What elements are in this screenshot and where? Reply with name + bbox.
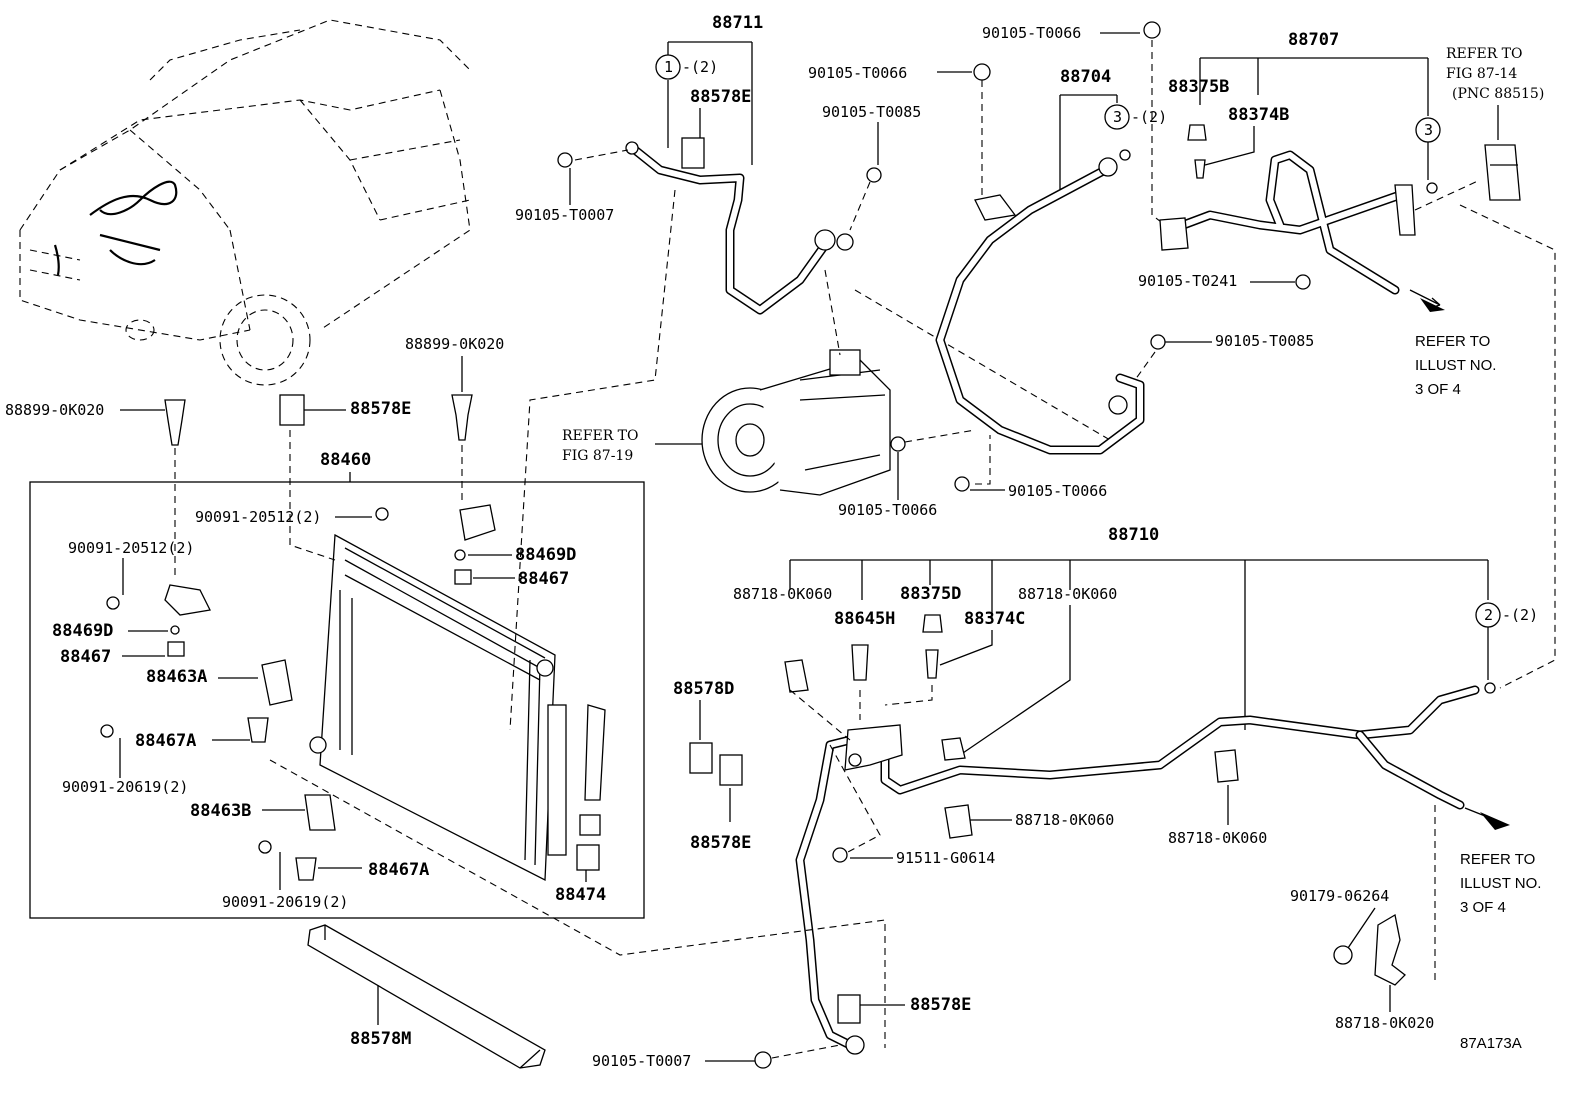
label-88711: 88711	[712, 13, 763, 33]
label-88463A: 88463A	[146, 667, 207, 687]
label-88578E-bot: 88578E	[910, 995, 971, 1015]
upper-left-labels: 88899-0K020 88899-0K020 88578E	[5, 335, 504, 580]
label-88578E-top: 88578E	[690, 87, 751, 107]
label-90091-20619-b: 90091-20619(2)	[222, 893, 348, 911]
label-88578M: 88578M	[350, 1029, 411, 1049]
vehicle-illustration	[19, 19, 471, 386]
label-90105-T0241: 90105-T0241	[1138, 272, 1237, 290]
label-88467-a: 88467	[518, 569, 569, 589]
label-90105-T0085-b: 90105-T0085	[1215, 332, 1314, 350]
label-88645H: 88645H	[834, 609, 895, 629]
label-88578E-mid: 88578E	[690, 833, 751, 853]
hose-88704: 88704 3 -(2) 90105-T0066	[935, 21, 1167, 455]
qty-a: -(2)	[682, 58, 718, 76]
figure-code: 87A173A	[1460, 1035, 1522, 1052]
circle-3b: 3	[1424, 121, 1433, 139]
condenser-labels: 90091-20512(2) 90091-20512(2) 88469D 884…	[52, 508, 606, 911]
label-88469D-a: 88469D	[515, 545, 576, 565]
expansion-valve-ref: REFER TO FIG 87-14 (PNC 88515)	[1446, 46, 1544, 201]
compressor: REFER TO FIG 87-19	[562, 269, 1111, 496]
bottom-pipe-parts: 88578E 90105-T0007	[269, 759, 971, 1070]
ref-illust-top-line2: ILLUST NO.	[1415, 357, 1496, 374]
circle-2: 2	[1484, 606, 1493, 624]
ref-illust-bot-line2: ILLUST NO.	[1460, 875, 1541, 892]
label-90179-06264: 90179-06264	[1290, 887, 1389, 905]
label-91511-G0614: 91511-G0614	[896, 849, 995, 867]
label-88467A-a: 88467A	[135, 731, 196, 751]
label-90105-T0007-bot: 90105-T0007	[592, 1052, 691, 1070]
circle-3a: 3	[1113, 108, 1122, 126]
label-90091-20619-a: 90091-20619(2)	[62, 778, 188, 796]
pads-88578: 88578D 88578E	[673, 679, 751, 853]
label-88578E-d: 88578E	[350, 399, 411, 419]
ref-illust-top-line1: REFER TO	[1415, 333, 1490, 350]
ref-fig87-19-line1: REFER TO	[562, 428, 639, 444]
label-88710: 88710	[1108, 525, 1159, 545]
bar-88578M: 88578M	[307, 924, 546, 1069]
ref-fig87-14-line2: FIG 87-14	[1446, 66, 1517, 82]
label-88718-c: 88718-0K060	[1015, 811, 1114, 829]
label-88467A-b: 88467A	[368, 860, 429, 880]
label-88704: 88704	[1060, 67, 1111, 87]
hose-88707: 88707 3 88375B 88374B 90105-T0241 REFER …	[1134, 30, 1556, 689]
label-90105-T0066-c: 90105-T0066	[838, 501, 937, 519]
label-90105-T0007-top: 90105-T0007	[515, 206, 614, 224]
ref-illust-top-line3: 3 OF 4	[1415, 381, 1461, 398]
label-88375D: 88375D	[900, 584, 961, 604]
circle-1: 1	[664, 58, 673, 76]
label-88578D: 88578D	[673, 679, 734, 699]
qty-c: -(2)	[1502, 606, 1538, 624]
label-88374C: 88374C	[964, 609, 1025, 629]
pipe-88710-labels: 88718-0K060 88645H 88375D 88374C 88718-0…	[733, 584, 1267, 867]
label-88474: 88474	[555, 885, 606, 905]
label-88899-a: 88899-0K020	[5, 401, 104, 419]
condenser-small-parts	[100, 504, 601, 881]
label-88460: 88460	[320, 450, 371, 470]
label-88718-0K020: 88718-0K020	[1335, 1014, 1434, 1032]
label-88899-b: 88899-0K020	[405, 335, 504, 353]
ref-illust-bot-line1: REFER TO	[1460, 851, 1535, 868]
label-90091-20512-a: 90091-20512(2)	[195, 508, 321, 526]
ref-fig87-19-line2: FIG 87-19	[562, 448, 633, 464]
label-90105-T0066-b: 90105-T0066	[982, 24, 1081, 42]
label-90105-T0066-d: 90105-T0066	[1008, 482, 1107, 500]
condenser-assembly-box: 88460	[29, 450, 645, 919]
label-88718-a: 88718-0K060	[733, 585, 832, 603]
hose-88711: 88711 1 -(2) 88578E 90105-T0007	[509, 13, 854, 731]
label-88467-b: 88467	[60, 647, 111, 667]
label-88375B: 88375B	[1168, 77, 1229, 97]
ref-fig87-14-line3: (PNC 88515)	[1452, 86, 1544, 102]
label-88707: 88707	[1288, 30, 1339, 50]
condenser-core	[309, 533, 606, 882]
compressor-bolts: 90105-T0066 90105-T0085 90105-T0066 9010…	[808, 63, 1107, 519]
ref-fig87-14-line1: REFER TO	[1446, 46, 1523, 62]
label-90105-T0085-a: 90105-T0085	[822, 103, 921, 121]
label-90091-20512-b: 90091-20512(2)	[68, 539, 194, 557]
label-88718-b: 88718-0K060	[1018, 585, 1117, 603]
label-88463B: 88463B	[190, 801, 251, 821]
pipe-88710: 88710 2 -(2) REFER TO ILLUST NO. 3 OF 4	[789, 525, 1541, 1055]
qty-b: -(2)	[1131, 108, 1167, 126]
ref-illust-bot-line3: 3 OF 4	[1460, 899, 1506, 916]
label-90105-T0066-a: 90105-T0066	[808, 64, 907, 82]
label-88469D-b: 88469D	[52, 621, 113, 641]
clamp-88718-0K020: 90179-06264 88718-0K020	[1290, 887, 1434, 1032]
label-88374B: 88374B	[1228, 105, 1289, 125]
label-88718-d: 88718-0K060	[1168, 829, 1267, 847]
